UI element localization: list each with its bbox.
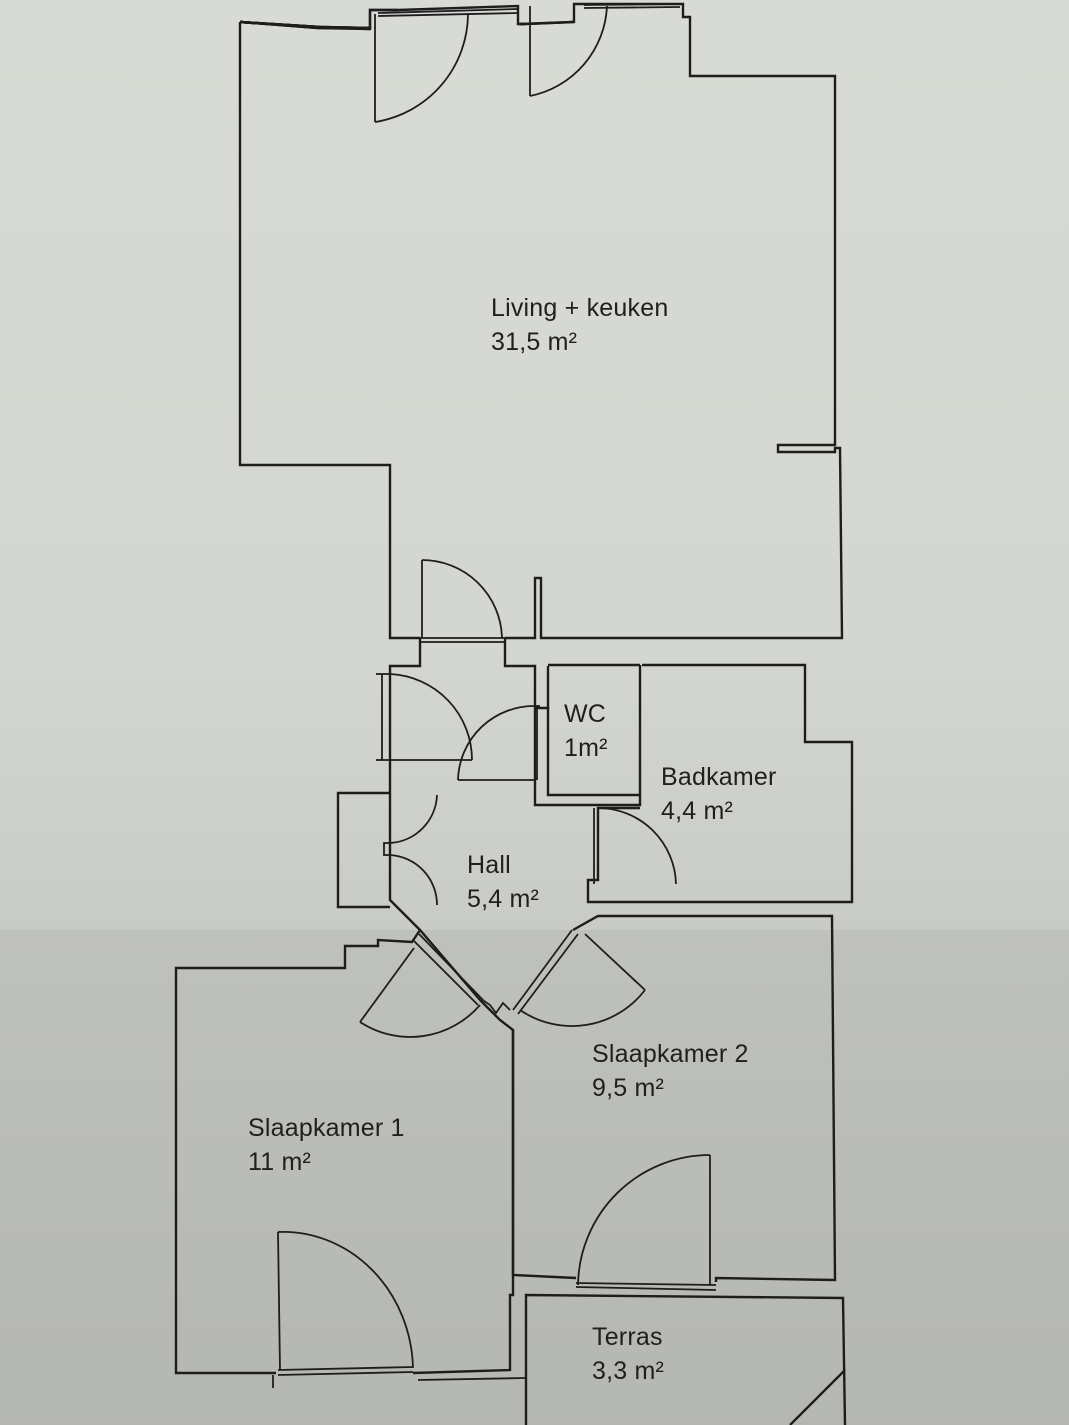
- room-area: 1m²: [564, 734, 608, 762]
- room-label-living: Living + keuken 31,5 m²: [491, 291, 668, 359]
- room-label-badkamer: Badkamer 4,4 m²: [661, 760, 777, 828]
- room-name: Badkamer: [661, 763, 777, 791]
- photo-shadow: [0, 930, 1069, 1425]
- room-name: Living + keuken: [491, 294, 669, 322]
- room-area: 5,4 m²: [467, 885, 540, 913]
- room-label-hall: Hall 5,4 m²: [467, 848, 539, 916]
- hall-walls: [336, 638, 642, 1001]
- room-name: Hall: [467, 851, 511, 879]
- room-area: 11 m²: [248, 1148, 312, 1176]
- room-label-slaapkamer2: Slaapkamer 2 9,5 m²: [592, 1037, 749, 1105]
- room-name: Slaapkamer 1: [248, 1114, 405, 1142]
- room-label-terras: Terras 3,3 m²: [592, 1320, 664, 1388]
- room-area: 3,3 m²: [592, 1357, 665, 1385]
- room-area: 9,5 m²: [592, 1074, 665, 1102]
- slaapkamer1-walls: [174, 929, 527, 1388]
- living-balcony-doors: [374, 5, 608, 123]
- room-name: Slaapkamer 2: [592, 1040, 749, 1068]
- living-hall-door: [420, 559, 505, 643]
- room-label-wc: WC 1m²: [564, 697, 608, 765]
- room-area: 4,4 m²: [661, 797, 734, 825]
- room-label-slaapkamer1: Slaapkamer 1 11 m²: [248, 1111, 405, 1179]
- room-name: Terras: [592, 1323, 663, 1351]
- living-room-walls: [238, 2, 844, 640]
- room-name: WC: [564, 700, 607, 728]
- room-area: 31,5 m²: [491, 328, 578, 356]
- badkamer-walls: [586, 663, 854, 904]
- terras-walls: [524, 1293, 847, 1425]
